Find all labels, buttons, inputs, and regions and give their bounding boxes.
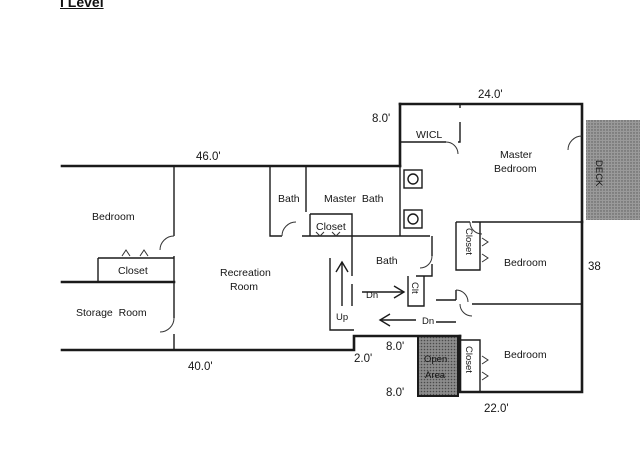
- closet-right-upper-label: Closet: [463, 228, 474, 255]
- dimension-right-side: 38: [588, 261, 601, 273]
- bath-fixtures: [403, 169, 423, 229]
- master-bedroom-label-1: Master: [500, 149, 533, 161]
- open-area-label-2: Area: [425, 370, 446, 381]
- door-swings: [121, 135, 583, 381]
- clt-label: Clt: [409, 282, 420, 294]
- closet-left-label: Closet: [118, 265, 148, 277]
- stair-up-label: Up: [336, 312, 348, 323]
- bedroom-left-label: Bedroom: [92, 211, 135, 223]
- bath-small-label: Bath: [278, 193, 300, 205]
- recreation-room-label-2: Room: [230, 281, 258, 293]
- dimension-top-right: 24.0': [478, 89, 503, 101]
- storage-room-label: Storage Room: [76, 307, 147, 319]
- interior-walls: [97, 104, 582, 392]
- master-bath-label: Master Bath: [324, 193, 384, 205]
- stair-dn-upper-label: Dn: [366, 290, 378, 301]
- closet-center-label: Closet: [316, 221, 346, 233]
- dimension-step: 2.0': [354, 353, 372, 365]
- dimension-open-side: 8.0': [386, 387, 404, 399]
- dimension-bottom-left: 40.0': [188, 361, 213, 373]
- dimension-open-top: 8.0': [386, 341, 404, 353]
- deck-area: [586, 120, 640, 220]
- dimension-wicl-height: 8.0': [372, 113, 390, 125]
- stair-arrows: [335, 260, 416, 327]
- recreation-room-label-1: Recreation: [220, 267, 271, 279]
- dimension-top-left: 46.0': [196, 151, 221, 163]
- bedroom-right-lower-label: Bedroom: [504, 349, 547, 361]
- wicl-label: WICL: [416, 129, 442, 141]
- master-bedroom-label-2: Bedroom: [494, 163, 537, 175]
- open-area: [417, 335, 459, 397]
- floor-level-title: I Level: [60, 0, 104, 10]
- open-area-label-1: Open: [424, 354, 447, 365]
- deck-label: DECK: [593, 160, 604, 187]
- stair-dn-lower-label: Dn: [422, 316, 434, 327]
- bath-center-label: Bath: [376, 255, 398, 267]
- dimension-bottom-right: 22.0': [484, 403, 509, 415]
- closet-right-lower-label: Closet: [463, 346, 474, 373]
- bedroom-right-upper-label: Bedroom: [504, 257, 547, 269]
